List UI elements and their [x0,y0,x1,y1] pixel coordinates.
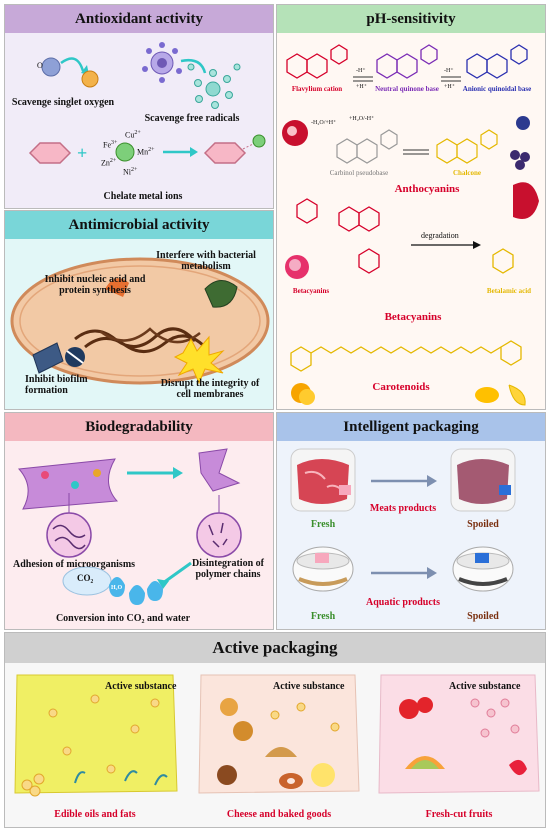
co2-label: CO₂ [77,573,94,583]
active-substance-2: Active substance [273,681,345,692]
degradation-label: degradation [421,231,459,240]
antioxidant-panel: Antioxidant activity + O Scavenge single… [4,4,274,209]
intelligent-illustration [290,448,516,592]
disintegration-label: Disintegration of polymer chains [192,558,264,580]
antimicrobial-illustration [10,257,270,385]
antioxidant-illustration: + [28,42,266,164]
h-plus-arrow-1: -H⁺ [356,68,366,74]
active-substance-1: Active substance [105,681,177,692]
ni-ion: Ni2+ [123,167,138,177]
biodegradability-panel: Biodegradability Adhesion of microorgani… [4,412,274,630]
spoiled-aquatic-label: Spoiled [467,611,499,622]
cu-ion: Cu2+ [125,130,141,140]
inhibit-nucleic-label: Inhibit nucleic acid and protein synthes… [44,274,146,296]
carotenoids-label: Carotenoids [372,381,430,393]
ph-structures [282,44,539,406]
aquatic-label: Aquatic products [366,597,440,608]
free-radicals-label: Scavenge free radicals [144,113,240,124]
h2o-label: H₂O [111,585,123,591]
biodeg-title: Biodegradability [5,413,273,441]
conversion-label: Conversion into CO₂ and water [55,613,191,624]
fruits-label: Fresh-cut fruits [425,809,493,820]
ph-panel: pH-sensitivity [276,4,546,410]
water-arrow-2: +H₂O/-H⁺ [349,116,375,122]
biodeg-illustration [17,448,242,605]
antimicrobial-panel: Antimicrobial activity Interfere with ba… [4,210,274,410]
active-panel: Active packaging Active substance Active… [4,632,546,828]
active-title: Active packaging [5,633,545,663]
intelligent-title: Intelligent packaging [277,413,545,441]
betalamic-label: Betalamic acid [486,287,532,295]
chalcone-label: Chalcone [453,169,481,177]
cheese-label: Cheese and baked goods [226,809,332,820]
spoiled-meat-label: Spoiled [467,519,499,530]
antimicrobial-title: Antimicrobial activity [5,211,273,239]
flavylium-label: Flavylium cation [291,85,343,93]
chelate-label: Chelate metal ions [103,191,183,202]
h-plus-arrow-2: -H⁺ [444,68,454,74]
betacyanins-small-label: Betacyanins [292,287,330,295]
svg-text:+: + [77,143,87,163]
h-plus-arrow-1b: +H⁺ [356,84,367,90]
water-arrow: -H₂O/+H⁺ [311,120,337,126]
betacyanins-label: Betacyanins [384,311,442,323]
carbinol-label: Carbinol pseudobase [329,169,389,177]
adhesion-label: Adhesion of microorganisms [13,559,136,570]
mn-ion: Mn2+ [137,147,155,157]
membrane-label: Disrupt the integrity of cell membranes [160,378,260,400]
ph-title: pH-sensitivity [277,5,545,33]
meats-label: Meats products [369,503,437,514]
anthocyanins-label: Anthocyanins [394,183,460,195]
interfere-metabolism-label: Interfere with bacterial metabolism [156,250,256,272]
singlet-oxygen-label: Scavenge singlet oxygen [11,97,115,108]
o2-label: O [37,61,43,70]
fresh-meat-label: Fresh [310,519,336,530]
quinoidal-label: Anionic quinoidal base [462,85,532,93]
antioxidant-title: Antioxidant activity [5,5,273,33]
intelligent-panel: Intelligent packaging Fresh Meats produc… [276,412,546,630]
active-substance-3: Active substance [449,681,521,692]
zn-ion: Zn2+ [101,158,117,168]
quinone-label: Neutral quinone base [375,85,439,93]
fe-ion: Fe3+ [103,140,118,150]
fresh-aquatic-label: Fresh [310,611,336,622]
h-plus-arrow-2b: +H⁺ [444,84,455,90]
oils-label: Edible oils and fats [54,809,136,820]
biofilm-label: Inhibit biofilm formation [25,374,88,396]
active-illustration [14,674,540,797]
